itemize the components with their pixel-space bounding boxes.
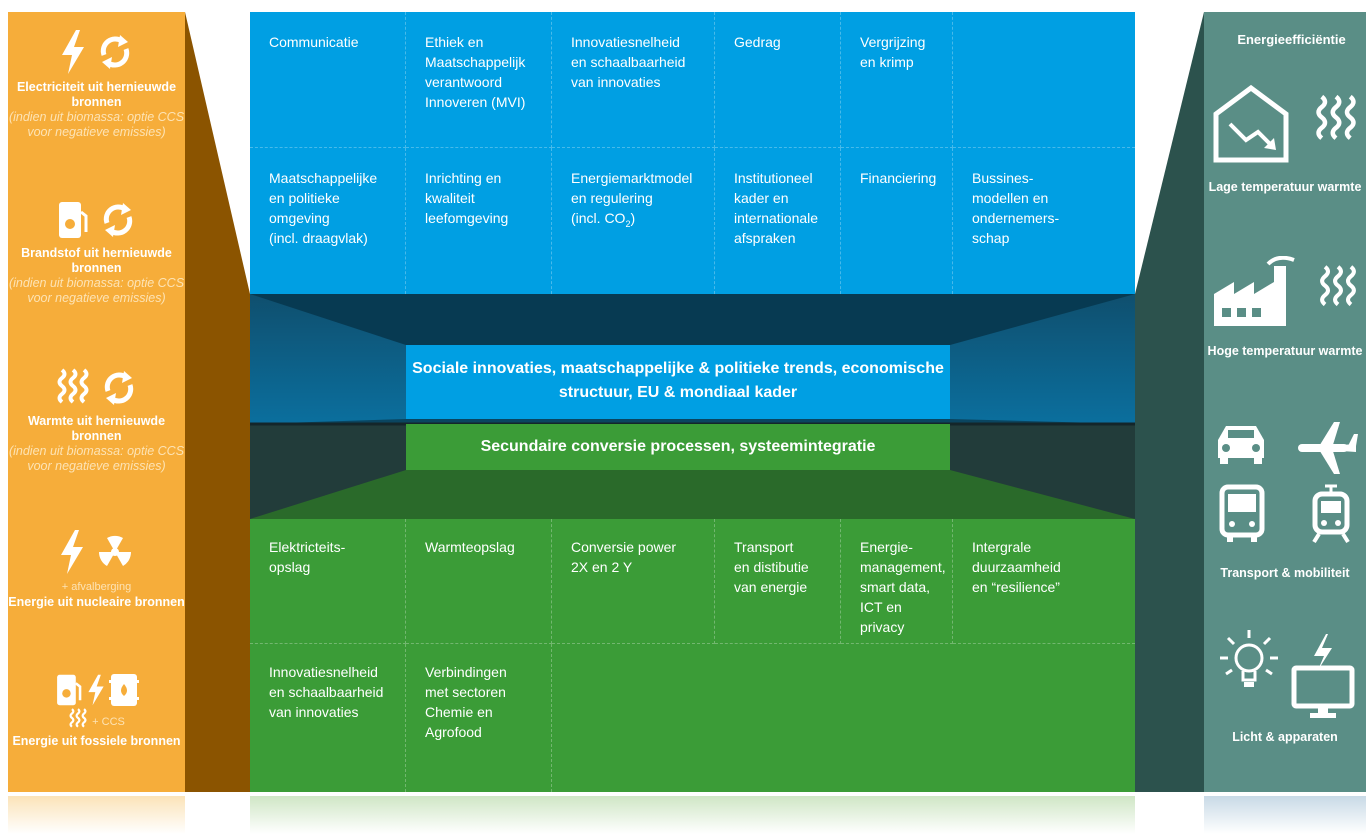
grid-cell: Maatschappelijke en politieke omgeving (…	[250, 148, 406, 294]
airplane-icon	[1298, 422, 1358, 474]
fuel-pump-icon	[56, 674, 81, 706]
use-high-temp-heat: Hoge temperatuur warmte	[1204, 256, 1366, 359]
source-fossil: + CCS Energie uit fossiele bronnen	[8, 672, 185, 749]
source-title: Energie uit fossiele bronnen	[12, 734, 181, 748]
energy-efficiency-header: Energieefficiëntie	[1237, 32, 1346, 47]
grid-cell-empty	[552, 644, 1135, 792]
car-icon	[1218, 426, 1264, 464]
grid-cell: Communicatie	[250, 12, 406, 148]
radiation-icon	[98, 535, 131, 566]
left-reflection	[8, 796, 185, 834]
source-title: Energie uit nucleaire bronnen	[8, 595, 185, 609]
source-title: Brandstof uit hernieuwde bronnen	[21, 246, 172, 275]
grid-cell: Institutioneel kader en internationale a…	[715, 148, 841, 294]
house-low-temp-icon	[1213, 84, 1289, 163]
source-renewable-electricity: Electriciteit uit hernieuwde bronnen (in…	[8, 30, 185, 140]
source-small-note: + CCS	[92, 716, 125, 728]
lightning-icon	[60, 530, 83, 574]
grid-cell: Bussines- modellen en ondernemers- schap	[972, 170, 1060, 246]
system-topics-grid: Elektricteits- opslag Warmteopslag Conve…	[250, 519, 1135, 792]
source-title: Warmte uit hernieuwde bronnen	[27, 414, 166, 443]
grid-cell: Conversie power 2X en 2 Y	[552, 519, 715, 644]
source-note: (indien uit biomassa: optie CCS voor neg…	[8, 444, 185, 473]
oil-barrel-icon	[108, 674, 139, 706]
co2-close: )	[630, 210, 636, 226]
use-title: Lage temperatuur warmte	[1208, 180, 1362, 194]
energy-uses-column: Energieefficiëntie Lage temperatuur warm…	[1204, 12, 1366, 792]
factory-icon	[1214, 256, 1295, 326]
grid-cell: Transport en distibutie van energie	[715, 519, 841, 644]
train-icon	[1312, 484, 1350, 544]
source-small-note: + afvalberging	[61, 581, 132, 593]
grid-cell: Innovatiesnelheid en schaalbaarheid van …	[250, 644, 406, 792]
co2-subscript: 2	[625, 218, 631, 229]
grid-cell: Vergrijzing en krimp	[841, 12, 953, 148]
grid-cell-empty	[953, 12, 1135, 148]
use-low-temp-heat: Lage temperatuur warmte	[1204, 84, 1366, 195]
use-light-appliances: Licht & apparaten	[1204, 624, 1366, 745]
fuel-pump-icon	[58, 202, 87, 238]
lightning-icon	[87, 674, 104, 706]
source-note: (indien uit biomassa: optie CCS voor neg…	[8, 110, 185, 139]
energy-sources-column: Electriciteit uit hernieuwde bronnen (in…	[8, 12, 185, 792]
green-band-bottom	[250, 470, 1135, 519]
banner-secondary-conversion: Secundaire conversie processen, systeemi…	[406, 424, 950, 470]
grid-cell: Verbindingen met sectoren Chemie en Agro…	[406, 644, 552, 792]
bus-icon	[1219, 484, 1265, 542]
source-nuclear: + afvalberging Energie uit nucleaire bro…	[8, 530, 185, 610]
recycle-icon	[103, 203, 132, 237]
recycle-icon	[104, 371, 133, 405]
right-trapezoid	[1135, 12, 1204, 792]
banner-social-innovation: Sociale innovaties, maatschappelijke & p…	[406, 345, 950, 419]
center-reflection	[250, 796, 1135, 834]
grid-cell: Elektricteits- opslag	[250, 519, 406, 644]
heat-waves-icon	[57, 368, 88, 404]
source-note: (indien uit biomassa: optie CCS voor neg…	[8, 276, 185, 305]
lightbulb-icon	[1220, 630, 1278, 687]
use-title: Hoge temperatuur warmte	[1207, 344, 1363, 358]
use-transport: Transport & mobiliteit	[1204, 420, 1366, 581]
heat-waves-icon	[1320, 265, 1356, 307]
grid-cell: Ethiek en Maatschappelijk verantwoord In…	[406, 12, 552, 148]
use-title: Licht & apparaten	[1232, 730, 1338, 744]
source-renewable-fuel: Brandstof uit hernieuwde bronnen (indien…	[8, 200, 185, 306]
grid-cell: Warmteopslag	[406, 519, 552, 644]
grid-cell: Financiering	[841, 148, 953, 294]
left-trapezoid	[185, 12, 250, 792]
source-title: Electriciteit uit hernieuwde bronnen	[16, 80, 177, 109]
monitor-icon	[1291, 634, 1355, 718]
grid-cell: Inrichting en kwaliteit leefomgeving	[406, 148, 552, 294]
heat-waves-icon	[69, 708, 87, 728]
grid-cell: Innovatiesnelheid en schaalbaarheid van …	[552, 12, 715, 148]
social-topics-grid: Communicatie Ethiek en Maatschappelijk v…	[250, 12, 1135, 294]
grid-cell-co2: Energiemarktmodel en regulering (incl. C…	[552, 148, 715, 294]
grid-cell: Energie- management, smart data, ICT en …	[841, 519, 953, 644]
co2-text: Energiemarktmodel en regulering (incl. C…	[571, 170, 693, 226]
lightning-icon	[61, 30, 84, 74]
source-renewable-heat: Warmte uit hernieuwde bronnen (indien ui…	[8, 368, 185, 474]
grid-cell: Gedrag	[715, 12, 841, 148]
heat-waves-icon	[1316, 94, 1356, 140]
blue-band-top-shadow	[250, 294, 1135, 345]
grid-cell: Intergrale duurzaamheid en “resilience”	[953, 519, 1135, 644]
right-reflection	[1204, 796, 1366, 834]
recycle-icon	[100, 35, 129, 69]
use-title: Transport & mobiliteit	[1220, 566, 1350, 580]
